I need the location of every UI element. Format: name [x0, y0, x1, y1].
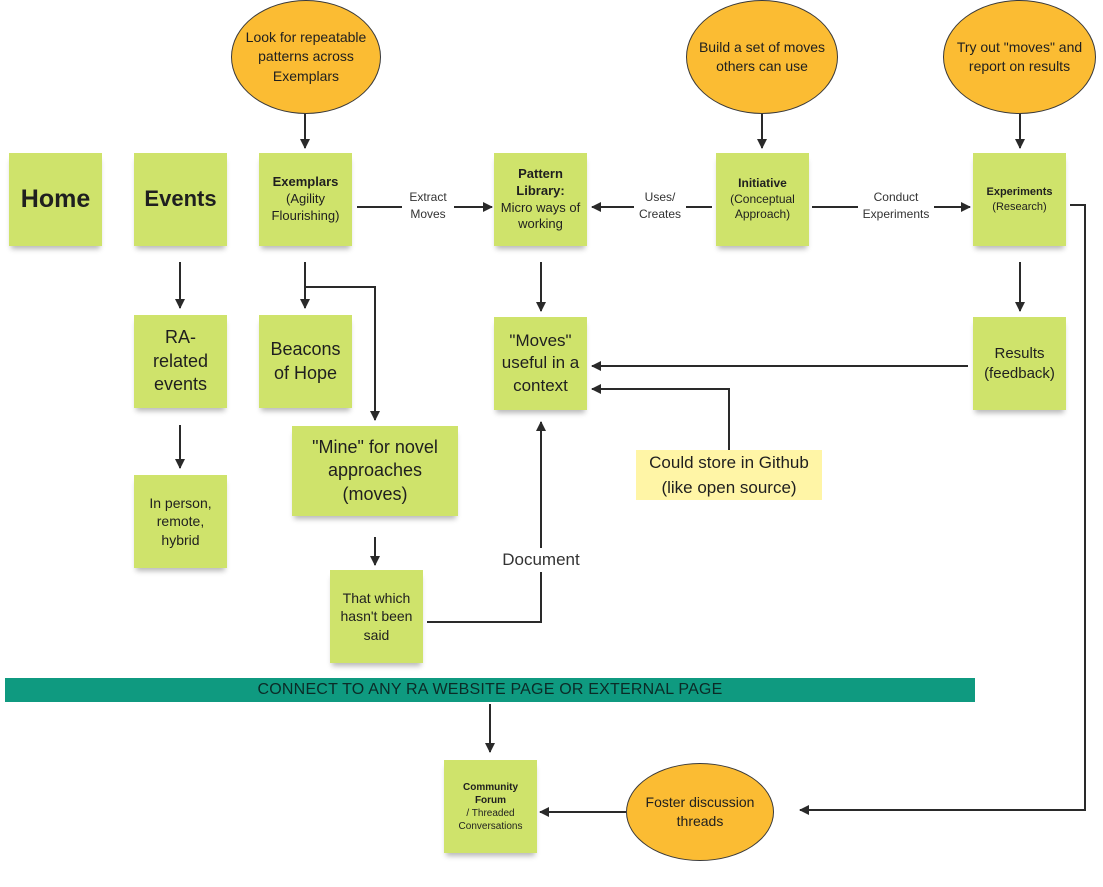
circle-look-for-patterns-text: Look for repeatable patterns across Exem… [245, 29, 367, 84]
note-exemplars-title: Exemplars [272, 174, 339, 190]
circle-build-moves: Build a set of moves others can use [686, 0, 838, 114]
note-in-person-text: In person, remote, hybrid [149, 495, 212, 548]
note-ra-events-text: RA-related events [152, 327, 209, 395]
note-events-text: Events [144, 186, 217, 212]
label-document: Document [494, 548, 588, 572]
connect-banner: CONNECT TO ANY RA WEBSITE PAGE OR EXTERN… [5, 678, 975, 702]
arrow-unsaid-to-moves [427, 421, 546, 623]
label-uses-creates-text: Uses/ Creates [638, 190, 682, 221]
note-experiments-title: Experiments [986, 186, 1053, 199]
note-moves-context: "Moves" useful in a context [494, 317, 587, 410]
note-unsaid-text: That which hasn't been said [340, 590, 413, 643]
note-pattern-library-sub: Micro ways of working [500, 199, 581, 232]
label-extract-moves: Extract Moves [402, 189, 454, 223]
note-pattern-library-title: Pattern Library: [516, 165, 565, 198]
circle-look-for-patterns: Look for repeatable patterns across Exem… [231, 0, 381, 114]
connect-banner-text: CONNECT TO ANY RA WEBSITE PAGE OR EXTERN… [257, 681, 723, 698]
note-initiative-title: Initiative [738, 176, 787, 191]
note-exemplars: Exemplars (Agility Flourishing) [259, 153, 352, 246]
note-community-forum: Community Forum / Threaded Conversations [444, 760, 537, 853]
note-experiments-sub: (Research) [992, 200, 1047, 213]
note-github-text: Could store in Github (like open source) [649, 452, 809, 498]
note-unsaid: That which hasn't been said [330, 570, 423, 663]
note-exemplars-sub: (Agility Flourishing) [271, 191, 340, 223]
label-conduct-experiments-text: Conduct Experiments [862, 190, 930, 221]
note-initiative-sub: (Conceptual Approach) [730, 191, 795, 222]
note-ra-events: RA-related events [134, 315, 227, 408]
note-mine-text: "Mine" for novel approaches (moves) [312, 436, 438, 504]
note-initiative: Initiative (Conceptual Approach) [716, 153, 809, 246]
note-home-text: Home [20, 185, 91, 214]
label-uses-creates: Uses/ Creates [634, 189, 686, 223]
circle-foster-discussion: Foster discussion threads [626, 763, 774, 861]
label-conduct-experiments: Conduct Experiments [858, 189, 934, 223]
note-results-text: Results (feedback) [984, 345, 1055, 382]
note-pattern-library: Pattern Library: Micro ways of working [494, 153, 587, 246]
circle-foster-discussion-text: Foster discussion threads [645, 793, 755, 829]
circle-build-moves-text: Build a set of moves others can use [698, 38, 826, 74]
label-extract-moves-text: Extract Moves [409, 190, 447, 221]
arrow-github-to-moves [591, 384, 730, 450]
note-beacons: Beacons of Hope [259, 315, 352, 408]
note-forum-sub: / Threaded Conversations [458, 807, 523, 832]
arrow-exemplars-to-mine [305, 286, 380, 421]
note-home: Home [9, 153, 102, 246]
note-mine: "Mine" for novel approaches (moves) [292, 426, 458, 516]
arrow-experiments-to-foster [799, 204, 1086, 815]
circle-try-moves: Try out "moves" and report on results [943, 0, 1096, 114]
note-in-person: In person, remote, hybrid [134, 475, 227, 568]
note-moves-context-text: "Moves" useful in a context [501, 331, 580, 395]
note-forum-title: Community Forum [463, 781, 518, 806]
note-experiments: Experiments (Research) [973, 153, 1066, 246]
label-document-text: Document [502, 550, 580, 569]
note-github: Could store in Github (like open source) [636, 450, 822, 500]
note-beacons-text: Beacons of Hope [270, 339, 341, 383]
note-results: Results (feedback) [973, 317, 1066, 410]
circle-try-moves-text: Try out "moves" and report on results [956, 38, 1083, 74]
note-events: Events [134, 153, 227, 246]
